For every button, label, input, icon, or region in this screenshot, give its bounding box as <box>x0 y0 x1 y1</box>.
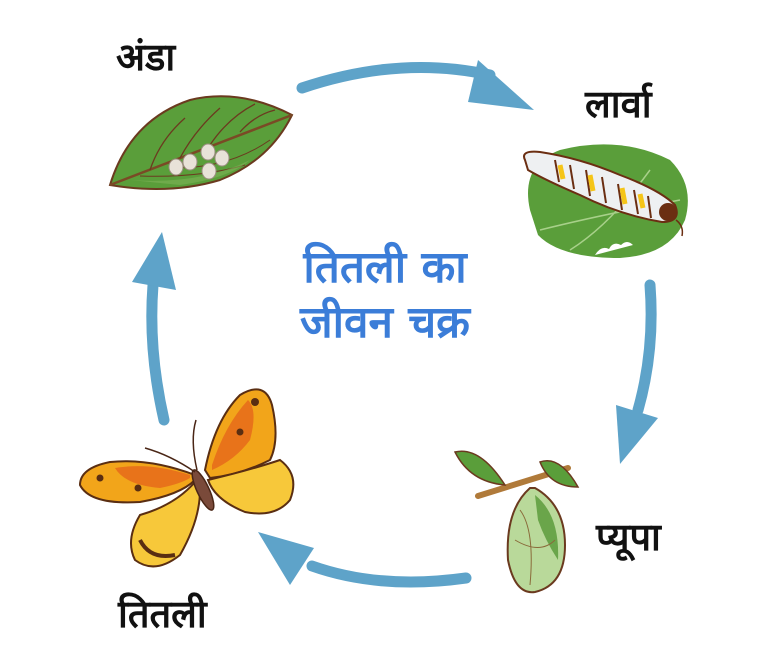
diagram-title: तितली का जीवन चक्र <box>270 240 500 350</box>
caterpillar-on-leaf-icon <box>523 144 688 258</box>
chrysalis-on-twig-icon <box>453 450 580 594</box>
arrow-pupa-to-adult-icon <box>258 532 472 588</box>
leaf-with-eggs-icon <box>108 95 294 190</box>
stage-label-pupa: प्यूपा <box>596 515 661 559</box>
title-line-2: जीवन चक्र <box>300 297 470 348</box>
arrow-larva-to-pupa-icon <box>616 279 658 464</box>
title-line-1: तितली का <box>303 242 467 293</box>
stage-label-larva: लार्वा <box>585 82 652 126</box>
stage-label-egg: अंडा <box>116 35 176 79</box>
arrow-egg-to-larva-icon <box>296 60 534 110</box>
arrow-adult-to-egg-icon <box>132 232 176 426</box>
stage-label-adult: तितली <box>118 592 207 636</box>
butterfly-icon <box>78 388 295 568</box>
